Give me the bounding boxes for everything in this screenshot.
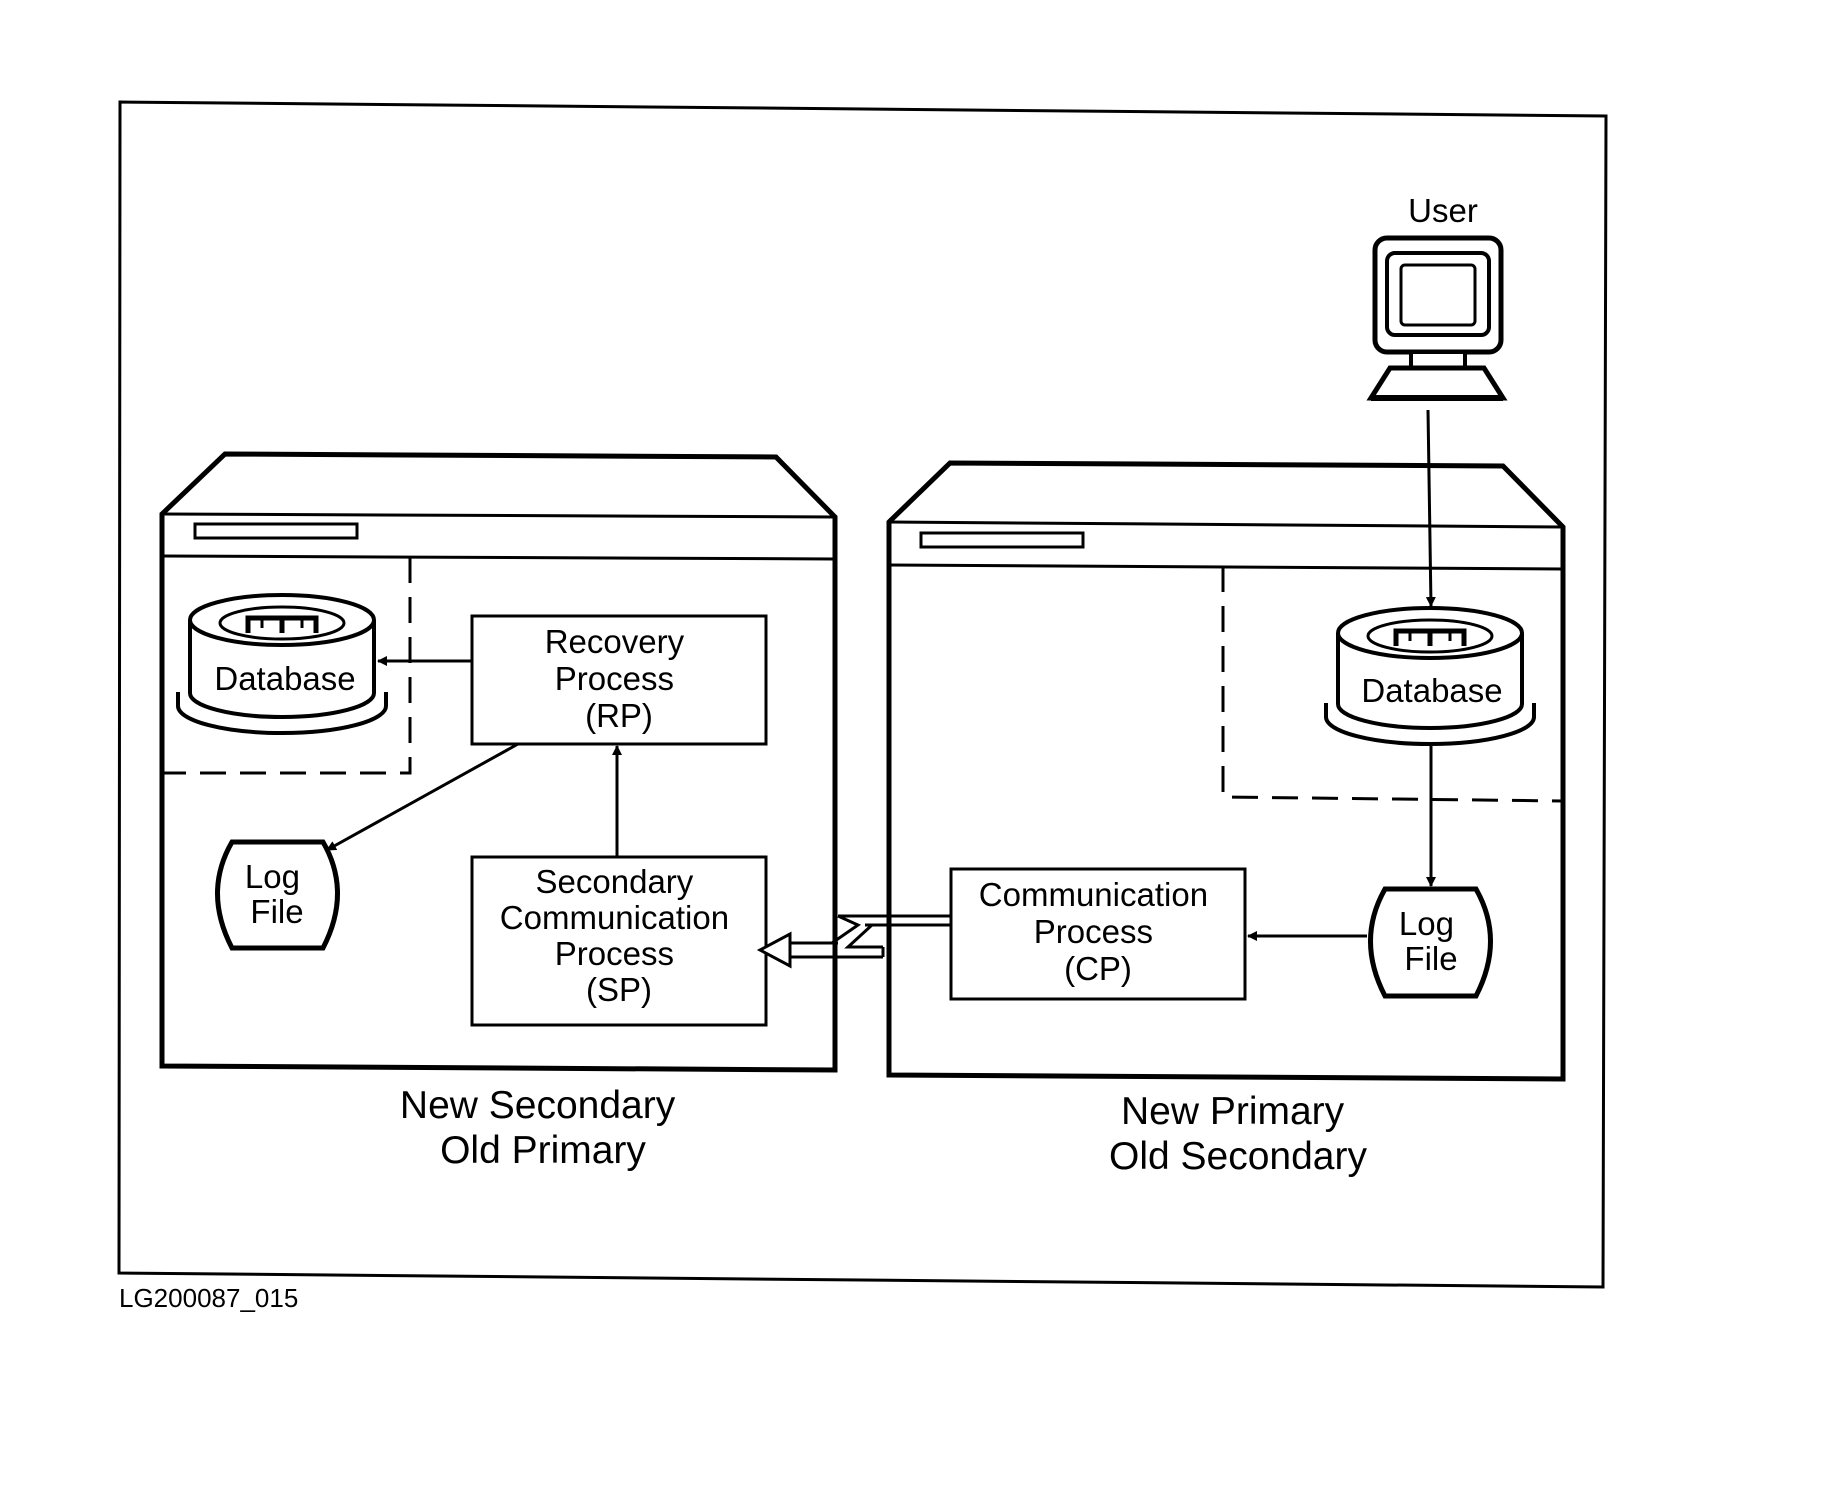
user-label: User (1408, 192, 1478, 229)
right-slot-bar (919, 531, 1085, 549)
recovery-process-box (470, 614, 768, 746)
communication-link-arrow (756, 914, 951, 969)
left-caption: New Secondary Old Primary (400, 1084, 686, 1172)
figure-id: LG200087_015 (119, 1283, 298, 1313)
left-log-file-label: Log File (245, 858, 309, 930)
right-db-enclosure (1221, 566, 1564, 803)
communication-process-label: Communication Process (CP) (979, 876, 1217, 987)
right-caption: New Primary Old Secondary (1109, 1090, 1367, 1178)
left-database-label: Database (214, 660, 355, 697)
secondary-process-label: Secondary Communication Process (SP) (500, 863, 738, 1008)
arrow-rp-to-logfile (326, 742, 519, 852)
right-log-file-icon (1368, 886, 1493, 999)
right-database-label: Database (1361, 672, 1502, 709)
outer-frame (117, 100, 1608, 1289)
user-terminal-icon (1366, 235, 1508, 401)
secondary-process-box (470, 855, 768, 1027)
arrow-user-to-database (1425, 409, 1436, 607)
left-log-file-icon (215, 839, 340, 951)
left-slot-bar (193, 522, 359, 540)
right-log-file-label: Log File (1399, 905, 1463, 977)
left-database-icon (176, 593, 388, 735)
right-database-icon (1324, 606, 1536, 746)
communication-process-box (949, 867, 1247, 1001)
left-db-enclosure (162, 557, 412, 775)
recovery-process-label: Recovery Process (RP) (545, 623, 694, 734)
